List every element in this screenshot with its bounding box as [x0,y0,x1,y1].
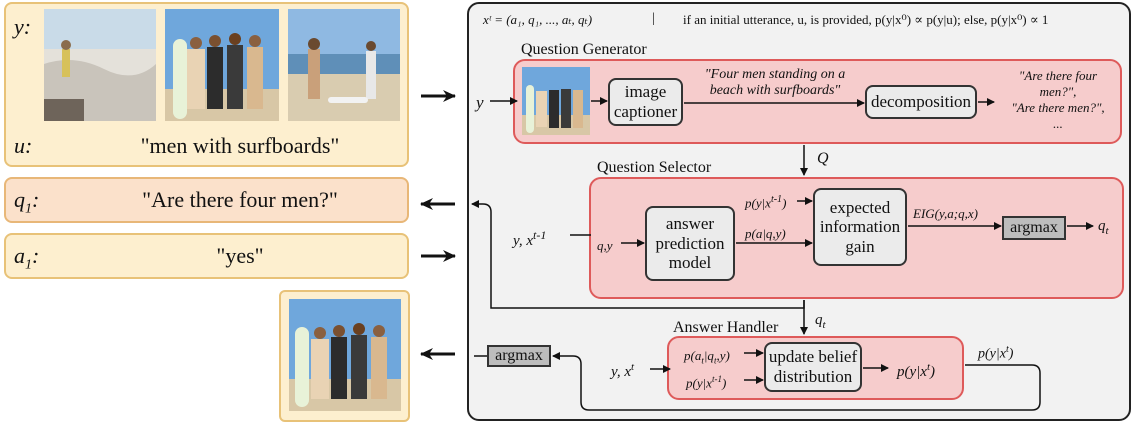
state-formula: xᵗ = (a₁, q₁, ..., aₜ, qₜ) [483,12,593,27]
posterior-label: p(y|xt) [897,361,935,380]
eig-label: EIG(y,a;q,x) [913,206,978,221]
answer-prediction-model-box: answer prediction model [645,206,735,281]
photo-selected-image [289,299,401,411]
decomposition-box: decomposition [865,85,977,119]
question-to-handler-label: qt [815,312,826,331]
a1-label: a1: [14,243,40,273]
handler-state: y, xt [611,361,635,380]
selected-question-label: qt [1098,218,1109,237]
header-separator: | [652,11,655,26]
u-label: u: [14,133,33,158]
answer-text: "yes" [216,243,264,268]
update-belief-box: update belief distribution [764,342,862,392]
generator-input-y: y [476,93,484,112]
q1-label: q1: [14,187,40,217]
question-generator-title: Question Generator [521,41,647,58]
question-text: "Are there four men?" [142,187,338,212]
photo-water-person [44,9,156,121]
question-selector-title: Question Selector [597,159,712,176]
handler-argmax-box: argmax [487,345,551,367]
answer-panel [4,233,409,279]
image-captioner-box: image captioner [608,78,683,126]
answer-handler-title: Answer Handler [673,319,779,336]
selector-qy: q,y [597,238,613,253]
photo-generator-input [522,67,590,135]
question-panel [4,177,409,223]
prior-belief-handler-label: p(y|xt-1) [686,374,727,391]
selector-argmax-box: argmax [1002,216,1066,240]
answer-probability-label: p(a|q,y) [745,226,786,241]
loop-posterior-label: p(y|xt) [978,344,1014,362]
generated-questions: "Are there four men?", "Are there men?",… [1011,68,1105,131]
prior-condition: if an initial utterance, u, is provided,… [683,12,1049,27]
photo-four-men-surfboards [165,9,279,121]
prior-belief-label: p(y|xt-1) [745,194,787,211]
utterance-text: "men with surfboards" [140,133,340,158]
candidate-set-label: Q [817,150,829,167]
caption-text: "Four men standing on a beach with surfb… [704,67,846,99]
expected-information-gain-box: expected information gain [813,188,907,266]
photo-beach-men-standing [288,9,400,121]
selector-state: y, xt-1 [513,228,547,249]
answer-likelihood-label: p(at|qt,y) [684,348,730,366]
y-label: y: [14,14,32,39]
